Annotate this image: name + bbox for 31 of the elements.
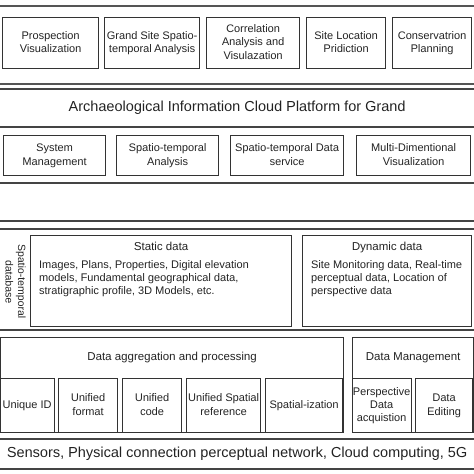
app-box: Correlation Analysis and Visulazation [206, 17, 300, 69]
layer-band [0, 182, 474, 222]
service-box: System Management [3, 135, 106, 176]
module-box: Spatial-ization [265, 378, 343, 433]
layer-panel [352, 337, 474, 433]
app-box: Prospection Visualization [2, 17, 99, 69]
layer-band [0, 228, 474, 331]
layer-band: Archaeological Information Cloud Platform for Grand [0, 88, 474, 128]
app-box: Conservatrion Planning [392, 17, 472, 69]
box-heading: Dynamic data [352, 241, 422, 255]
box-heading: Static data [134, 241, 188, 255]
layer-panel [0, 337, 344, 433]
box-text: Images, Plans, Properties, Digital elevation models, Fundamental geographical data, stratigraphic profile, 3D Models, etc. [38, 258, 250, 298]
module-box: Perspective Data acquistion [352, 378, 412, 433]
box-heading: Data Management [366, 351, 460, 365]
service-box: Multi-Dimentional Visualization [356, 135, 471, 176]
data-box [30, 235, 292, 327]
service-box: Spatio-temporal Analysis [116, 135, 219, 176]
layer-title: Spatio-temporal database [2, 243, 28, 321]
data-box [302, 235, 472, 327]
box-text: Site Monitoring data, Real-time perceptual data, Location of perspective data [310, 258, 464, 298]
app-box: Site Location Pridiction [306, 17, 386, 69]
module-box: Unified code [122, 378, 182, 433]
module-box: Unified format [58, 378, 118, 433]
module-box: Unique ID [0, 378, 54, 433]
box-heading: Data aggregation and processing [87, 351, 257, 365]
layer-band: Sensors, Physical connection perceptual network, Cloud computing, 5G [0, 438, 474, 470]
module-box: Unified Spatial reference [186, 378, 261, 433]
service-box: Spatio-temporal Data service [230, 135, 344, 176]
module-box: Data Editing [415, 378, 473, 433]
app-box: Grand Site Spatio-temporal Analysis [104, 17, 200, 69]
